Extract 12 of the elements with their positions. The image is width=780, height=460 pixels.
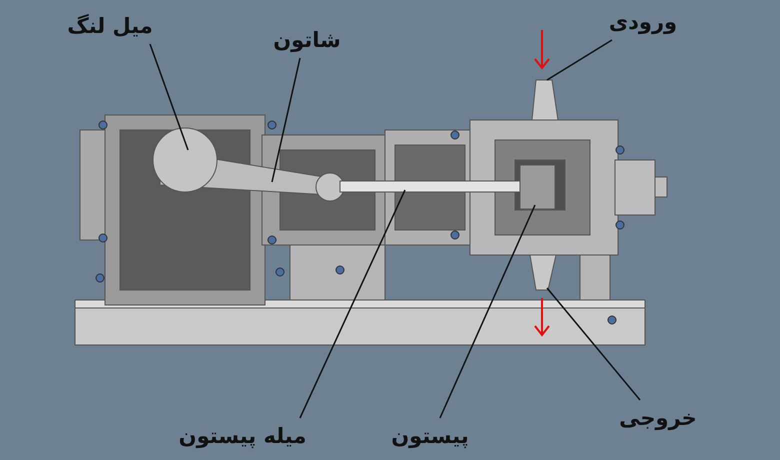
part-label: میل لنگ (67, 14, 153, 38)
part-label: شاتون (273, 28, 341, 52)
part-label: ورودی (608, 10, 678, 34)
leader-line (439, 204, 536, 418)
part-label: میله پیستون (178, 424, 306, 448)
part-label: خروجی (619, 406, 697, 430)
leader-line (149, 44, 189, 150)
leader-line (546, 288, 641, 400)
leader-line (271, 58, 301, 182)
part-label: پیستون (391, 424, 469, 448)
leader-line (299, 190, 406, 418)
leader-line (546, 39, 612, 81)
